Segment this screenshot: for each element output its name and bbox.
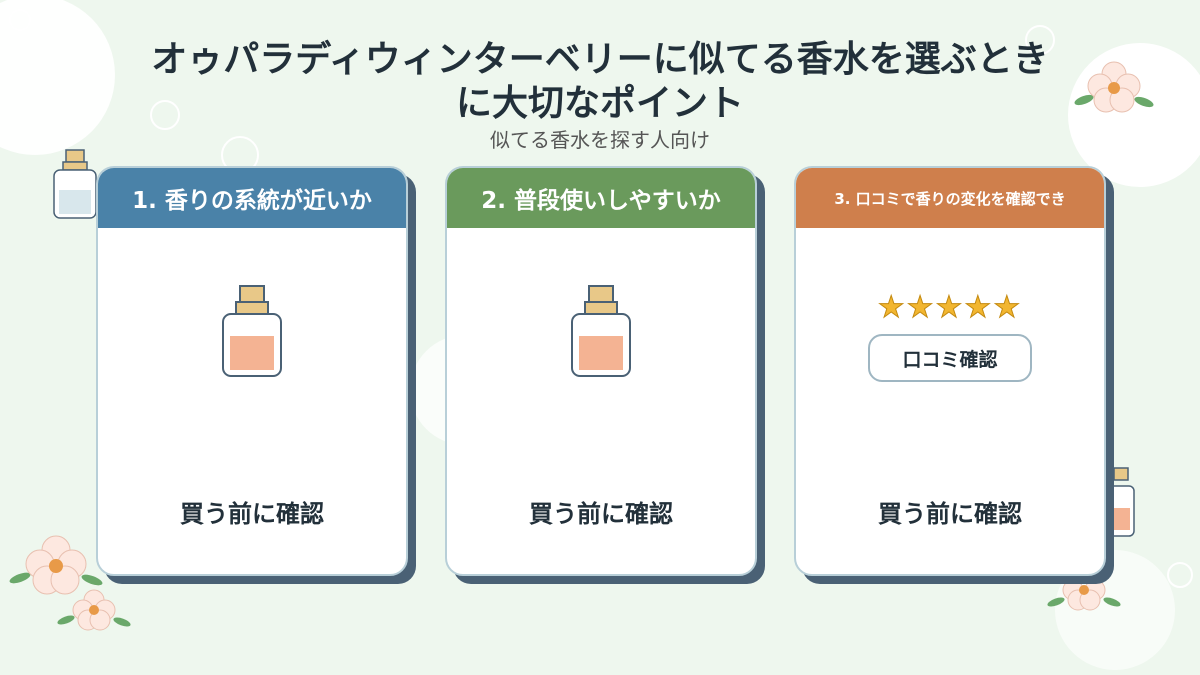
point-card-2: 2. 普段使いしやすいか 買う前に確認	[445, 166, 757, 576]
card-footer: 買う前に確認	[180, 500, 324, 528]
perfume-bottle-icon	[571, 285, 631, 377]
flower-icon	[1047, 579, 1121, 611]
flower-icon	[1074, 61, 1154, 113]
title-line-1: オゥパラディウィンターベリーに似てる香水を選ぶとき	[151, 39, 1049, 80]
perfume-bottle-icon	[222, 285, 282, 377]
card-header: 3. 口コミで香りの変化を確認でき	[796, 168, 1104, 228]
card-header: 2. 普段使いしやすいか	[447, 168, 755, 228]
page-title: オゥパラディウィンターベリーに似てる香水を選ぶとき に大切なポイント	[0, 38, 1200, 126]
page-subtitle: 似てる香水を探す人向け	[490, 128, 710, 152]
card-footer: 買う前に確認	[529, 500, 673, 528]
card-footer: 買う前に確認	[878, 500, 1022, 528]
flower-icon	[9, 535, 103, 595]
review-check-button[interactable]: 口コミ確認	[868, 334, 1032, 382]
title-line-2: に大切なポイント	[455, 83, 744, 124]
point-card-3: 3. 口コミで香りの変化を確認でき ★★★★★ 口コミ確認 買う前に確認	[794, 166, 1106, 576]
card-header: 1. 香りの系統が近いか	[98, 168, 406, 228]
point-card-1: 1. 香りの系統が近いか 買う前に確認	[96, 166, 408, 576]
star-rating-icon: ★★★★★	[877, 290, 1023, 326]
flower-icon	[57, 589, 131, 631]
perfume-bottle-icon	[53, 149, 97, 219]
perfume-bottle-icon	[1107, 467, 1135, 537]
